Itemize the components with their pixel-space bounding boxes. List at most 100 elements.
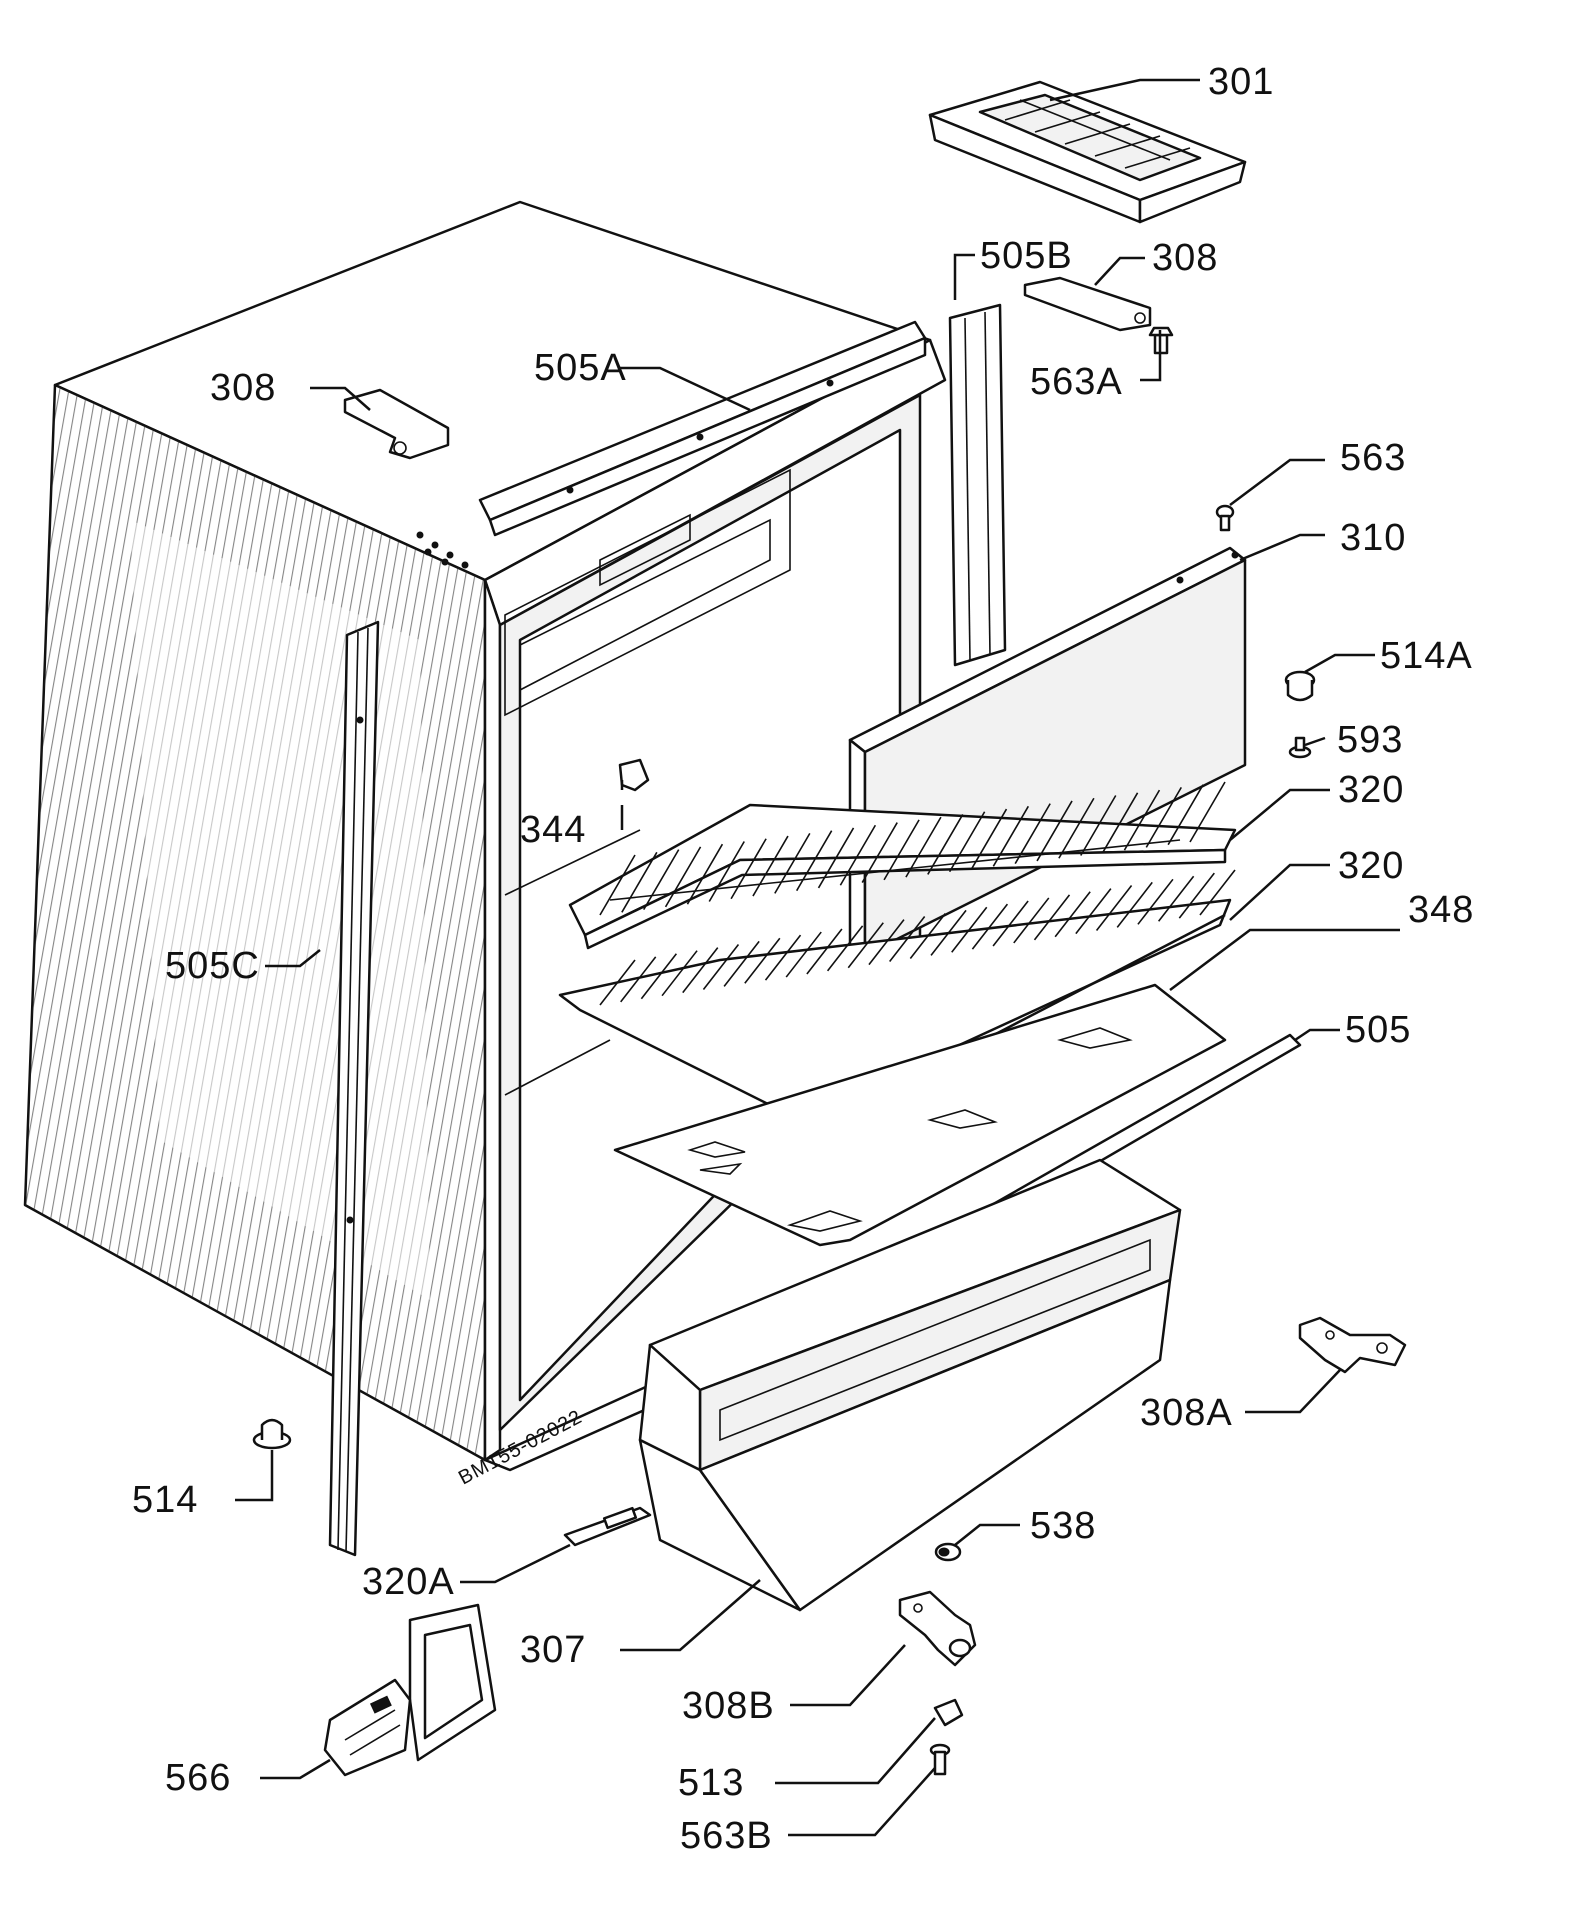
shelf-slat [730,838,767,900]
shelf-slat [861,822,898,883]
label-308a: 308A [1140,1392,1233,1434]
shelf-slat [951,906,988,953]
shelf-slat [702,943,740,990]
shelf-slat [1033,894,1071,941]
label-514a: 514A [1380,635,1473,677]
shelf-slat [883,819,920,881]
bracket-308b [898,1590,977,1667]
shelf-slat [1095,885,1133,932]
label-320-b: 320 [1338,845,1404,887]
shelf-slat [1199,869,1236,916]
shelf-slat [1058,797,1095,859]
shelf-slat [806,928,843,975]
shelf-slat [826,925,864,972]
shelf-slat [723,940,760,987]
shelf-slat [1137,878,1174,925]
nut-513 [933,1698,964,1727]
shelf-slat [992,900,1029,947]
strip-505a [478,320,927,537]
shelf-slat [599,959,636,1006]
label-344: 344 [520,809,586,851]
shelf-slat [1157,875,1195,922]
shelf-slat [1080,795,1117,856]
shelf-slat [1116,881,1153,928]
shelf-slat [1123,789,1161,851]
strip-505c [328,620,380,1557]
shelf-slat [752,835,789,897]
cap-514a [1284,670,1316,702]
label-320-a: 320 [1338,769,1404,811]
shelf-slat [686,843,724,905]
shelf-slat [930,909,967,956]
shelf-slat [1014,803,1051,865]
shelf-slat [992,805,1030,867]
shelf-slat [599,854,636,916]
shelf-slat [839,824,877,886]
shelf-slat [1013,897,1050,944]
shelf-slat [948,811,986,873]
label-513: 513 [678,1762,744,1804]
bracket-308-left [343,388,450,460]
shelf-slat [643,849,680,910]
label-308b: 308B [682,1685,775,1727]
label-308-top: 308 [1152,237,1218,279]
label-593: 593 [1337,719,1403,761]
shelf-slat [664,846,702,908]
label-308-left: 308 [210,367,276,409]
ice-tray-301 [928,80,1247,224]
bracket-308-top [1023,276,1152,332]
label-320a: 320A [362,1561,455,1603]
glass-shelf-348 [613,983,1227,1247]
part-labels: 301 505B 308 563A 308 505A 563 310 514A … [132,61,1474,1857]
label-310: 310 [1340,517,1406,559]
shelf-slat [905,816,942,878]
shelf-slat [847,922,884,969]
label-348: 348 [1408,889,1474,931]
label-563a: 563A [1030,361,1123,403]
label-307: 307 [520,1629,586,1671]
shelf-slat [1036,800,1073,862]
shelf-slat [682,947,719,994]
label-505b: 505B [980,235,1073,277]
foot-514 [252,1418,292,1450]
shelf-slat [1054,891,1091,938]
screw-563 [1215,504,1235,532]
shelf-slat [621,851,658,913]
shelf-slat [764,934,802,981]
strip-505b [948,303,1007,667]
screw-593 [1288,736,1312,759]
crisper-drawer-307 [638,1158,1182,1612]
shelf-slat [909,912,946,959]
shelf-slat [889,916,926,963]
screw-563b [929,1743,951,1776]
shelf-slat [640,953,678,1000]
label-301: 301 [1208,61,1274,103]
shelf-slat [927,814,964,875]
shelf-slat [1145,787,1182,848]
label-505a: 505A [534,347,627,389]
shelf-slat [868,919,905,966]
leader-lines [235,78,1400,1837]
shelf-slat [774,832,811,894]
shelf-slat [970,808,1008,870]
label-505c: 505C [165,945,260,987]
bracket-308a [1298,1316,1407,1374]
label-563b: 563B [680,1815,773,1857]
shelf-slat [1189,781,1226,843]
label-505: 505 [1345,1009,1411,1051]
hinge-566 [323,1603,497,1777]
shelf-slat [1178,872,1215,919]
shelf-slat [661,950,698,997]
shelf-slat [1101,792,1139,854]
label-538: 538 [1030,1505,1096,1547]
plug-538 [934,1542,962,1562]
shelf-320-upper [568,781,1237,950]
shelf-slat [817,827,855,889]
label-563: 563 [1340,437,1406,479]
shelf-slat [744,937,781,984]
shelf-slat [1167,784,1204,846]
shelf-slat [708,841,745,902]
label-514: 514 [132,1479,198,1521]
clip-320a [563,1506,652,1547]
